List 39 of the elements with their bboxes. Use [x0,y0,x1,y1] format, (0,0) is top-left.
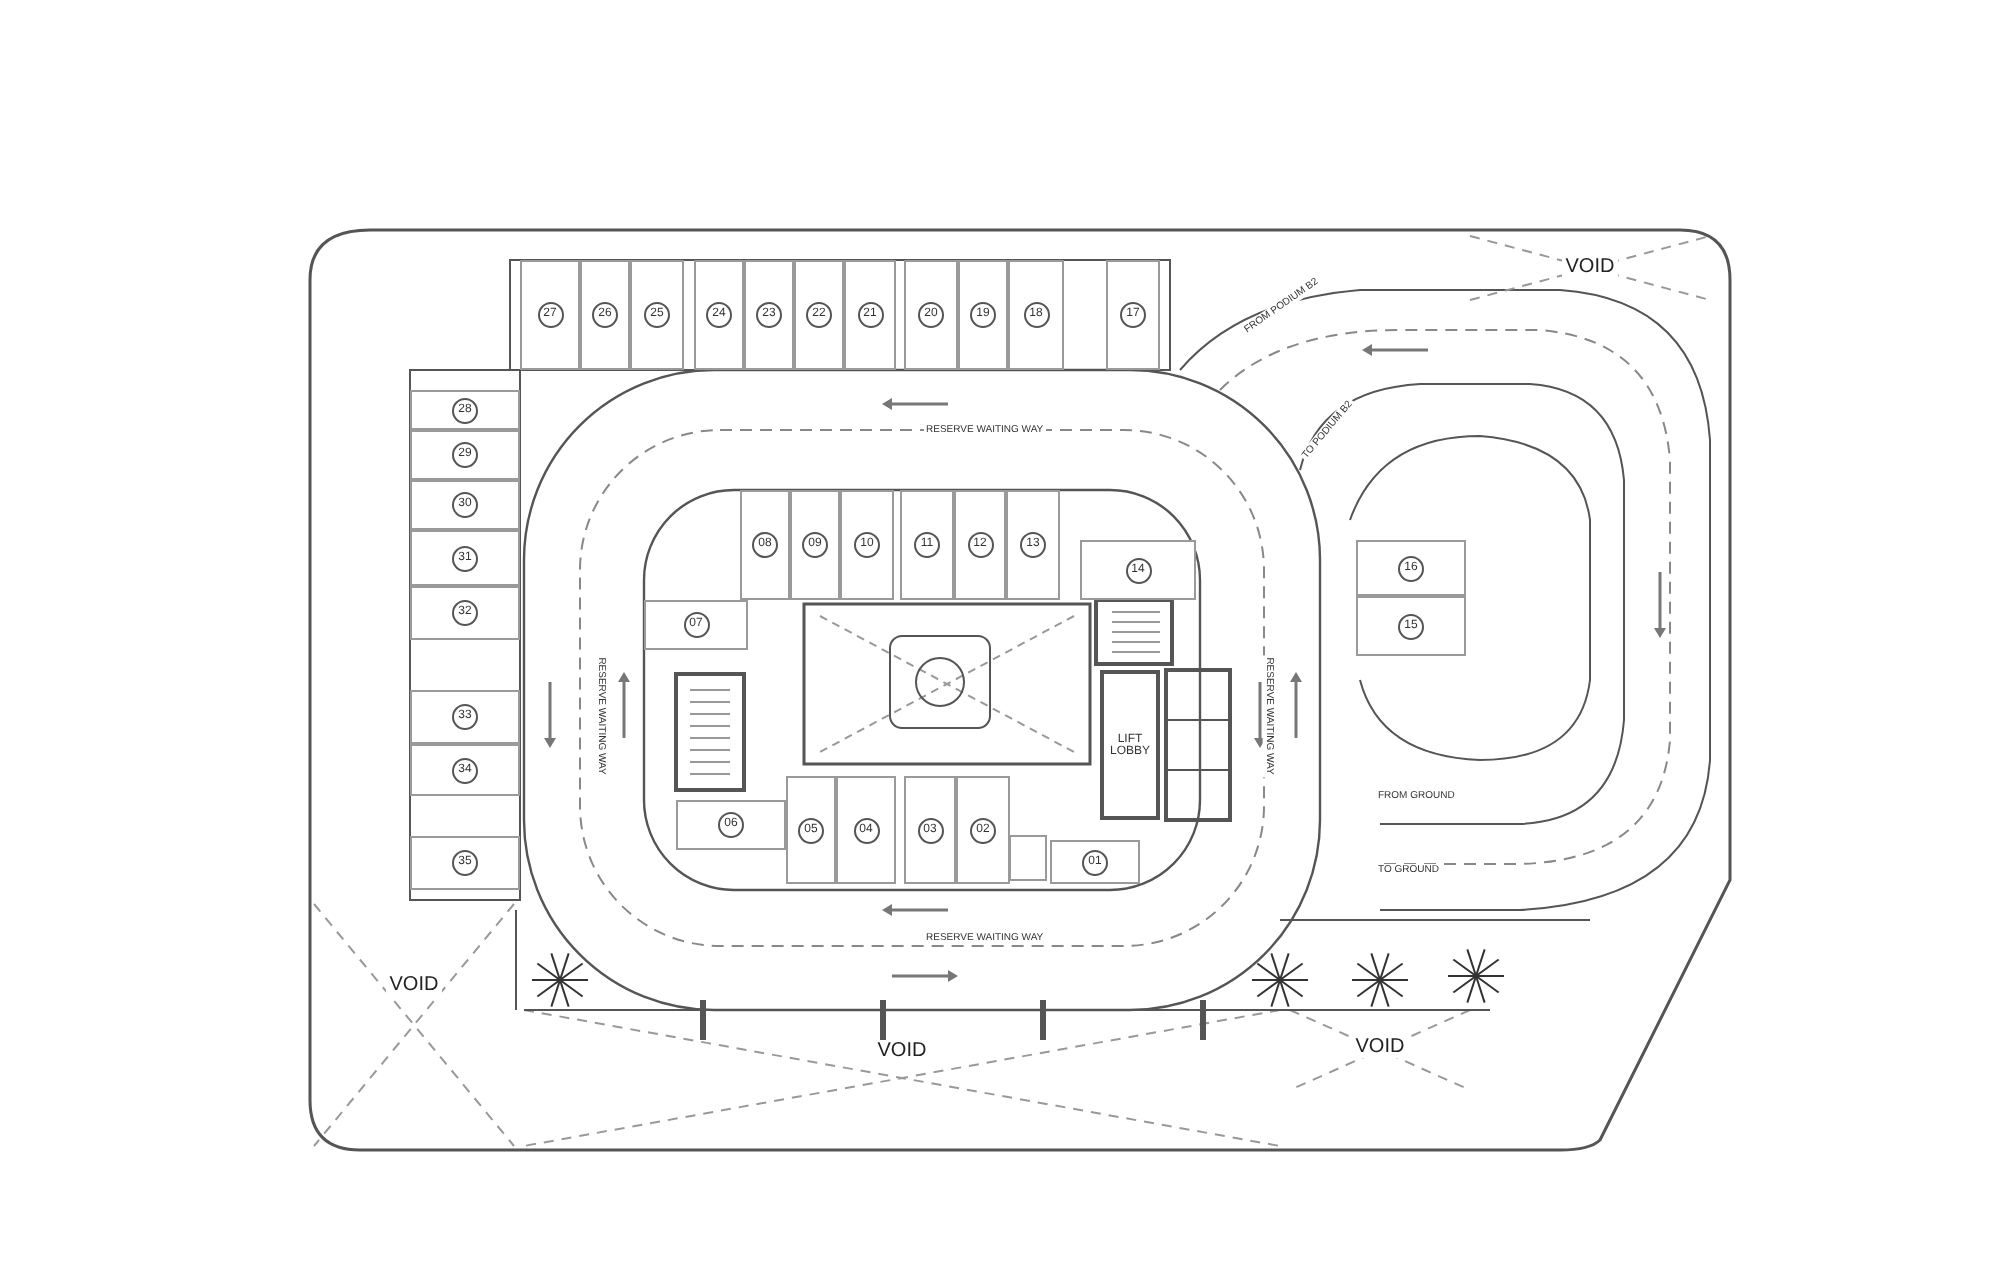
parking-bay [410,836,520,890]
void-label: VOID [1351,1035,1409,1057]
parking-bay [520,260,580,370]
parking-bay [580,260,630,370]
parking-bay [786,776,836,884]
parking-bay [410,690,520,744]
parking-bay [1080,540,1196,600]
parking-bay [836,776,896,884]
parking-bay [1356,596,1466,656]
parking-bay [410,430,520,480]
parking-bay [744,260,794,370]
parking-bay [956,776,1010,884]
parking-bay [410,390,520,430]
parking-bay [410,530,520,586]
parking-bay [958,260,1008,370]
parking-bay [904,260,958,370]
parking-bay [410,586,520,640]
parking-bay [1050,840,1140,884]
parking-bay [630,260,684,370]
parking-bay [900,490,954,600]
parking-bay [904,776,956,884]
parking-bay [694,260,744,370]
parking-bay [410,480,520,530]
parking-bay [1356,540,1466,596]
parking-bay [1106,260,1160,370]
parking-bay [410,744,520,796]
parking-bay [954,490,1006,600]
void-label: VOID [1561,255,1619,277]
parking-bay [676,800,786,850]
void-label: VOID [385,973,443,995]
parking-bay [1006,490,1060,600]
parking-bay [1008,260,1064,370]
parking-bay [844,260,896,370]
parking-bay [840,490,894,600]
void-label: VOID [873,1039,931,1061]
parking-bay [740,490,790,600]
parking-bay [790,490,840,600]
parking-bay [794,260,844,370]
parking-bay [644,600,748,650]
